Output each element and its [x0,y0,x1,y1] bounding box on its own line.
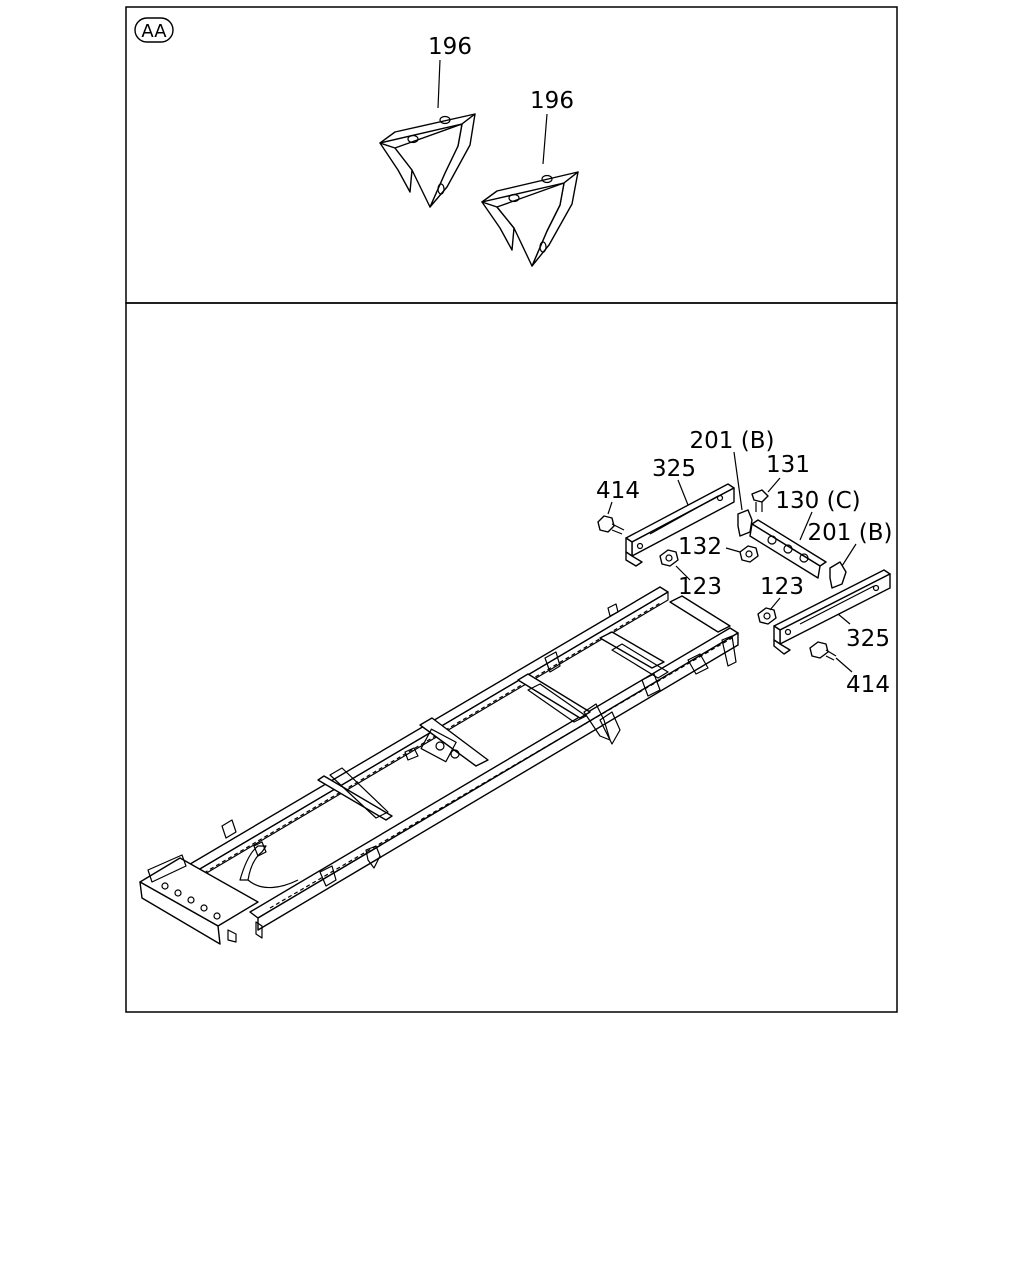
svg-text:AA: AA [141,21,167,42]
bracket-201b-right [829,561,847,589]
bolt-131 [751,489,769,512]
callout-132: 132 [678,534,722,560]
callout-123-left: 123 [678,574,722,600]
bracket-196-left [379,113,476,208]
bolt-414-lower [809,641,837,661]
nut-123-right [757,607,777,625]
bracket-label-1: 196 [428,34,472,60]
rail-extension-325-lower [773,569,891,655]
bolt-414-upper [597,515,625,535]
callout-131: 131 [766,452,810,478]
plate-130c [749,519,827,579]
callout-325-upper: 325 [652,456,696,482]
bracket-label-2: 196 [530,88,574,114]
callout-325-lower: 325 [846,626,890,652]
callout-201b-right: 201 (B) [808,520,893,546]
callout-414-lower: 414 [846,672,890,698]
nut-132 [739,545,759,563]
chassis-frame [139,586,739,945]
callout-201b-upper: 201 (B) [690,428,775,454]
nut-123-upper [659,549,679,567]
detail-tag: AA [134,17,174,43]
callout-414-upper: 414 [596,478,640,504]
rail-extension-325-upper [625,483,735,567]
callout-123-right: 123 [760,574,804,600]
detail-panel-frame [125,6,898,304]
bracket-196-right [481,171,579,267]
main-panel-frame [125,302,898,1013]
bracket-201b-upper [737,509,753,537]
callout-130c: 130 (C) [775,488,860,514]
